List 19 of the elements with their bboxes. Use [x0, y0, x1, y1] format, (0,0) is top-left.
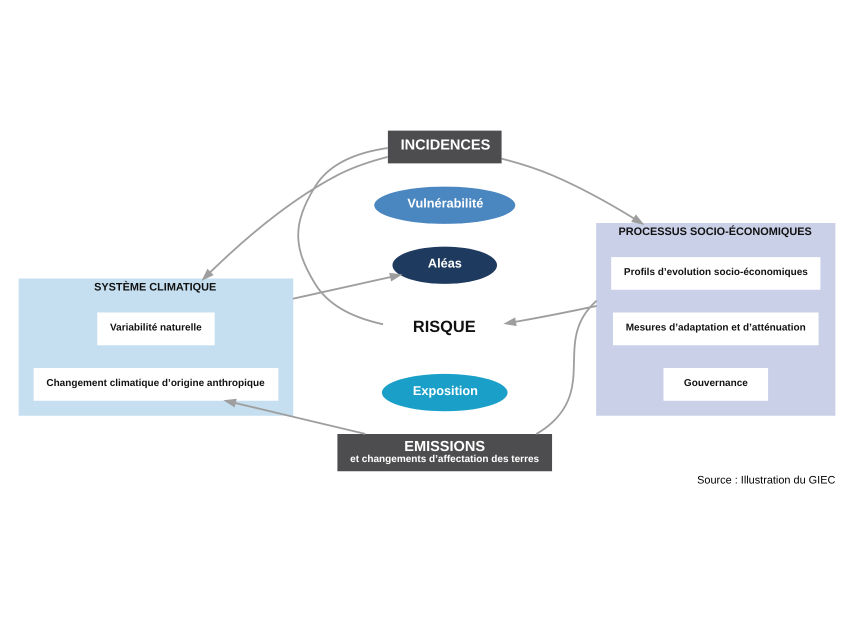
node-box: Variabilité naturelle: [97, 312, 215, 345]
node-box: Mesures d’adaptation et d’atténuation: [613, 312, 819, 345]
arrow: [292, 272, 403, 300]
node-box: Gouvernance: [663, 368, 768, 400]
node-box: INCIDENCES: [388, 130, 502, 163]
arrow: [501, 157, 644, 224]
node-ellipse: Exposition: [382, 373, 508, 411]
arrow: [503, 304, 597, 326]
caption: Source : Illustration du GIEC: [697, 474, 836, 486]
arrow: [201, 156, 388, 280]
node-ellipse: Aléas: [392, 246, 498, 284]
connector: [297, 146, 388, 325]
connector: [536, 300, 598, 434]
node-ellipse: Vulnérabilité: [374, 186, 516, 224]
node-text: RISQUE: [412, 318, 476, 336]
node-box: Profils d’evolution socio-économiques: [611, 256, 820, 290]
node-box: EMISSIONS et changements d’affectation des terres: [337, 433, 552, 471]
node-box: Changement climatique d’origine anthropique: [34, 368, 278, 400]
arrow: [223, 398, 366, 434]
